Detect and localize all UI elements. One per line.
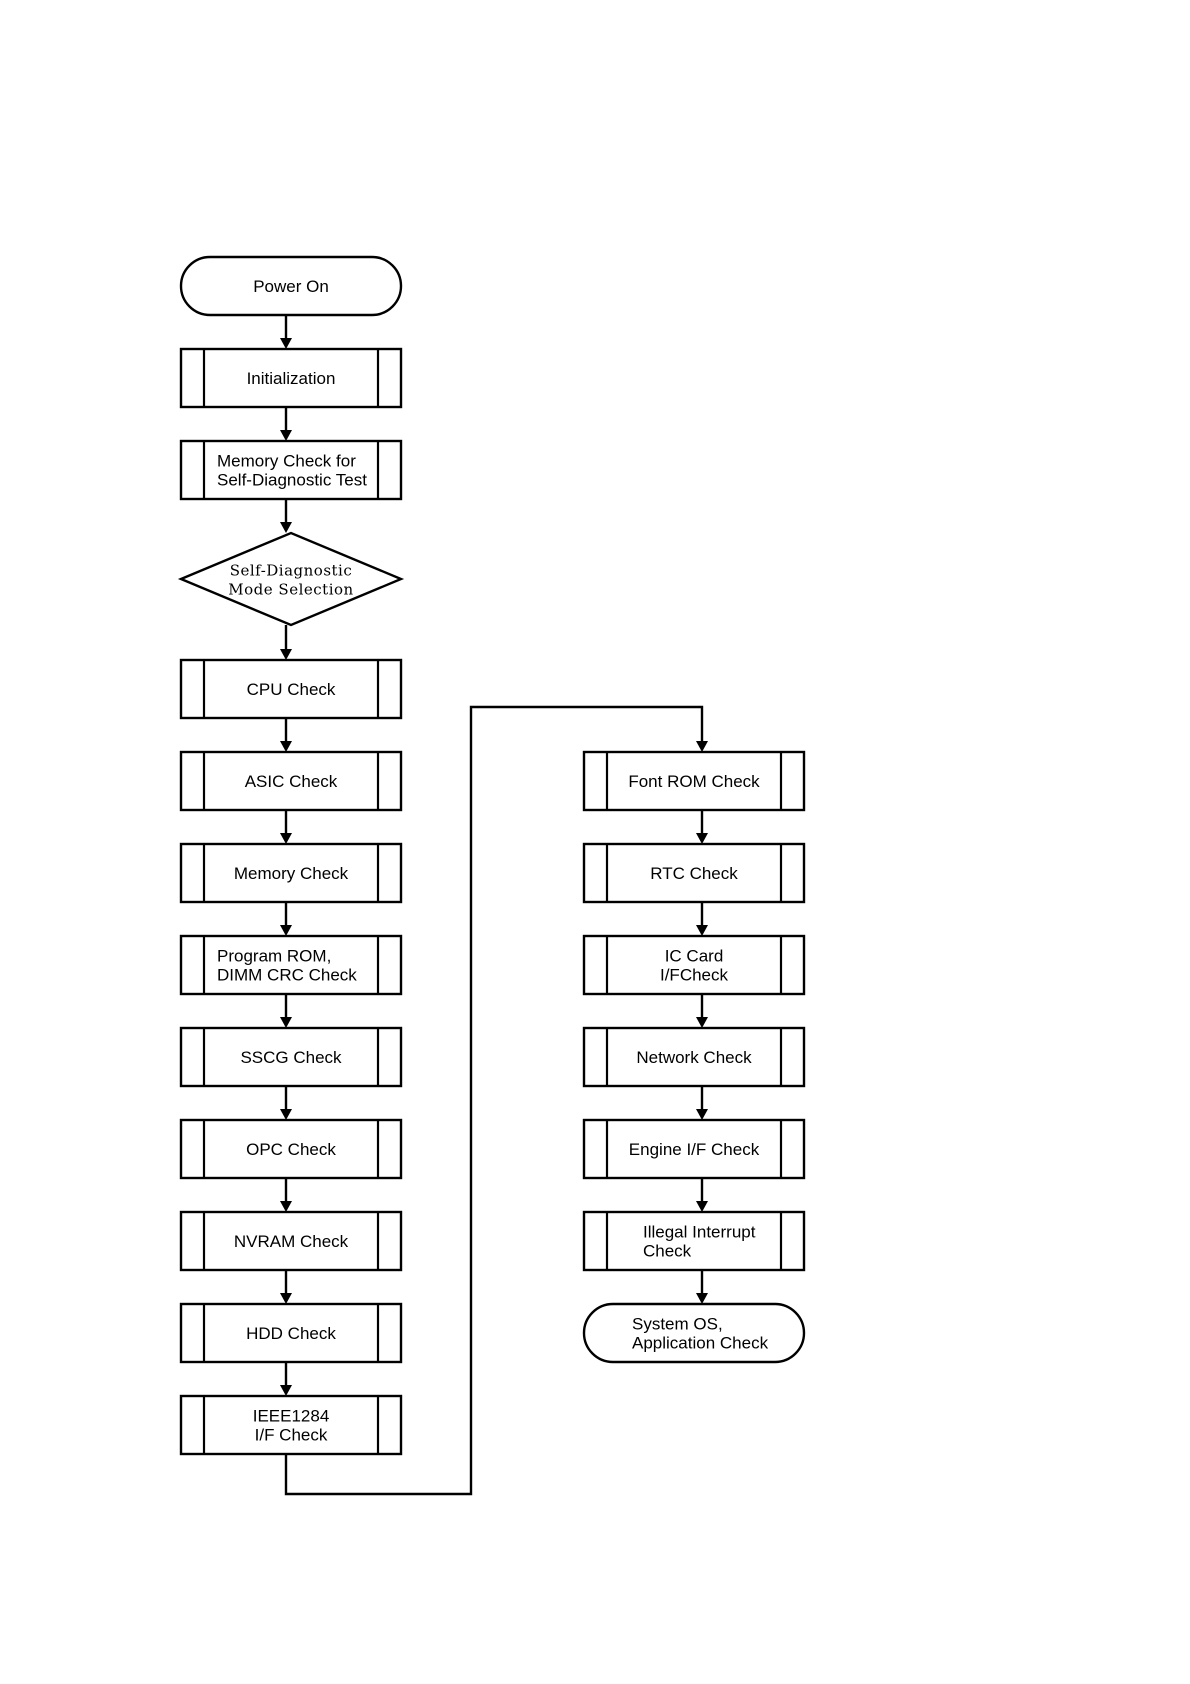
ic-card-if-check-label-line-1: IC Card — [665, 947, 724, 966]
arrow-to-ic-card-if-check — [696, 902, 708, 936]
engine-if-check-node: Engine I/F Check — [582, 1118, 806, 1180]
engine-if-check-shape — [582, 1118, 806, 1180]
cpu-check-label-line-1: CPU Check — [247, 680, 336, 699]
hdd-check-shape — [179, 1302, 403, 1364]
cpu-check-node: CPU Check — [179, 658, 403, 720]
memory-check-self-diag-shape — [179, 439, 403, 501]
nvram-check-shape — [179, 1210, 403, 1272]
arrow-to-program-rom-dimm-crc-check — [280, 902, 292, 936]
network-check-label-line-1: Network Check — [636, 1048, 752, 1067]
ic-card-if-check-shape — [582, 934, 806, 996]
self-diagnostic-mode-selection-label-line-1: Self-Diagnostic — [230, 562, 353, 580]
arrow-to-network-check — [696, 994, 708, 1028]
network-check-node: Network Check — [582, 1026, 806, 1088]
program-rom-dimm-crc-check-label-line-1: Program ROM, — [217, 947, 331, 966]
arrow-to-memory-check-self-diag — [280, 407, 292, 441]
hdd-check-node: HDD Check — [179, 1302, 403, 1364]
ieee1284-if-check-label-line-2: I/F Check — [255, 1426, 328, 1445]
system-os-application-check-shape — [582, 1302, 806, 1364]
hdd-check-label-line-1: HDD Check — [246, 1324, 336, 1343]
self-diagnostic-mode-selection-label-line-2: Mode Selection — [228, 581, 353, 599]
nvram-check-label-line-1: NVRAM Check — [234, 1232, 349, 1251]
asic-check-shape — [179, 750, 403, 812]
nvram-check-node: NVRAM Check — [179, 1210, 403, 1272]
memory-check-node: Memory Check — [179, 842, 403, 904]
opc-check-label-line-1: OPC Check — [246, 1140, 336, 1159]
arrow-to-ieee1284-if-check — [280, 1362, 292, 1396]
program-rom-dimm-crc-check-node: Program ROM,DIMM CRC Check — [179, 934, 403, 996]
initialization-label-line-1: Initialization — [247, 369, 336, 388]
sscg-check-shape — [179, 1026, 403, 1088]
initialization-node: Initialization — [179, 347, 403, 409]
sscg-check-label-line-1: SSCG Check — [240, 1048, 342, 1067]
power-on-node: Power On — [179, 255, 403, 317]
arrow-to-hdd-check — [280, 1270, 292, 1304]
sscg-check-node: SSCG Check — [179, 1026, 403, 1088]
arrow-to-rtc-check — [696, 810, 708, 844]
memory-check-label-line-1: Memory Check — [234, 864, 349, 883]
rtc-check-shape — [582, 842, 806, 904]
arrow-to-engine-if-check — [696, 1086, 708, 1120]
ieee1284-if-check-label-line-1: IEEE1284 — [253, 1407, 330, 1426]
cpu-check-shape — [179, 658, 403, 720]
arrow-to-system-os-application-check — [696, 1270, 708, 1304]
program-rom-dimm-crc-check-shape — [179, 934, 403, 996]
power-on-label-line-1: Power On — [253, 277, 329, 296]
arrow-to-illegal-interrupt-check — [696, 1178, 708, 1212]
memory-check-self-diag-label-line-1: Memory Check for — [217, 452, 356, 471]
arrow-to-initialization — [280, 315, 292, 349]
system-os-application-check-label-line-2: Application Check — [632, 1334, 769, 1353]
power-on-shape — [179, 255, 403, 317]
illegal-interrupt-check-label-line-2: Check — [643, 1242, 692, 1261]
system-os-application-check-label-line-1: System OS, — [632, 1315, 723, 1334]
arrow-to-self-diagnostic-mode-selection — [280, 499, 292, 533]
opc-check-shape — [179, 1118, 403, 1180]
rtc-check-label-line-1: RTC Check — [650, 864, 738, 883]
asic-check-label-line-1: ASIC Check — [245, 772, 338, 791]
arrow-to-memory-check — [280, 810, 292, 844]
ieee1284-if-check-shape — [179, 1394, 403, 1456]
program-rom-dimm-crc-check-label-line-2: DIMM CRC Check — [217, 966, 357, 985]
initialization-shape — [179, 347, 403, 409]
arrow-to-cpu-check — [280, 625, 292, 660]
font-rom-check-label-line-1: Font ROM Check — [628, 772, 760, 791]
arrow-to-sscg-check — [280, 994, 292, 1028]
font-rom-check-node: Font ROM Check — [582, 750, 806, 812]
rtc-check-node: RTC Check — [582, 842, 806, 904]
engine-if-check-label-line-1: Engine I/F Check — [629, 1140, 760, 1159]
arrow-to-asic-check — [280, 718, 292, 752]
self-diagnostic-mode-selection-shape — [177, 531, 405, 627]
illegal-interrupt-check-label-line-1: Illegal Interrupt — [643, 1223, 756, 1242]
arrow-to-nvram-check — [280, 1178, 292, 1212]
asic-check-node: ASIC Check — [179, 750, 403, 812]
connector-left-to-right — [284, 705, 708, 1496]
font-rom-check-shape — [582, 750, 806, 812]
illegal-interrupt-check-shape — [582, 1210, 806, 1272]
system-os-application-check-node: System OS,Application Check — [582, 1302, 806, 1364]
memory-check-self-diag-label-line-2: Self-Diagnostic Test — [217, 471, 367, 490]
ic-card-if-check-label-line-2: I/FCheck — [660, 966, 729, 985]
arrow-to-opc-check — [280, 1086, 292, 1120]
memory-check-shape — [179, 842, 403, 904]
network-check-shape — [582, 1026, 806, 1088]
opc-check-node: OPC Check — [179, 1118, 403, 1180]
